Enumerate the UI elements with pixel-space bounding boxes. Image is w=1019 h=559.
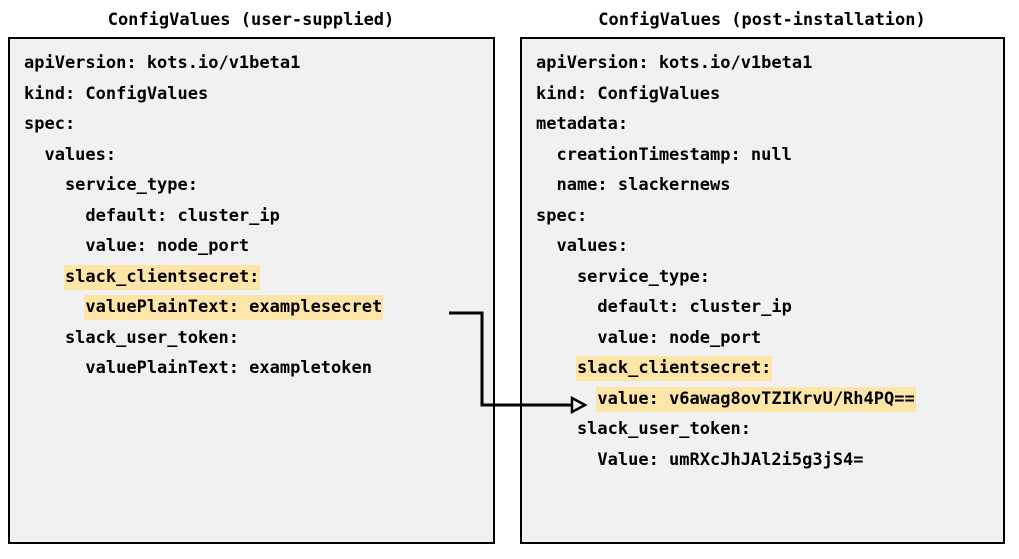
yaml-post-installation-line: value: node_port <box>536 327 762 348</box>
yaml-post-installation-line: apiVersion: kots.io/v1beta1 <box>536 53 813 73</box>
yaml-user-supplied-line: valuePlainText: exampletoken <box>24 358 372 378</box>
yaml-user-supplied-line: apiVersion: kots.io/v1beta1 <box>24 53 301 73</box>
yaml-user-supplied-line: slack_user_token: <box>24 327 239 348</box>
yaml-user-supplied-highlight: valuePlainText: examplesecret <box>84 295 384 320</box>
yaml-user-supplied-line: valuePlainText: examplesecret <box>24 292 489 323</box>
yaml-user-supplied-line: kind: ConfigValues <box>24 83 209 104</box>
yaml-post-installation-line: kind: ConfigValues <box>536 83 721 104</box>
yaml-user-supplied-line: spec: <box>24 114 76 134</box>
yaml-post-installation-highlight: value: v6awag8ovTZIKrvU/Rh4PQ== <box>596 386 916 412</box>
yaml-post-installation-line: values: <box>536 236 629 256</box>
yaml-post-installation-line: default: cluster_ip <box>536 297 792 317</box>
yaml-post-installation-line: slack_user_token: <box>536 419 751 439</box>
yaml-post-installation-line: slack_clientsecret: <box>536 353 999 384</box>
yaml-user-supplied-line: service_type: <box>24 175 198 195</box>
yaml-post-installation-highlight: slack_clientsecret: <box>575 356 773 381</box>
panel-title-post-installation: ConfigValues (post-installation) <box>598 10 926 30</box>
yaml-block-user-supplied: apiVersion: kots.io/v1beta1 kind: ConfigV… <box>24 48 489 384</box>
yaml-post-installation-line: spec: <box>536 205 588 226</box>
yaml-post-installation-line: service_type: <box>536 266 710 287</box>
yaml-user-supplied-line: values: <box>24 144 117 165</box>
panel-title-user-supplied: ConfigValues (user-supplied) <box>107 10 395 30</box>
configvalues-post-installation-box: apiVersion: kots.io/v1beta1 kind: ConfigV… <box>520 37 1005 544</box>
yaml-user-supplied-line: value: node_port <box>24 236 250 256</box>
yaml-post-installation-line: value: v6awag8ovTZIKrvU/Rh4PQ== <box>536 384 999 415</box>
yaml-user-supplied-line: slack_clientsecret: <box>24 262 489 293</box>
yaml-block-post-installation: apiVersion: kots.io/v1beta1 kind: ConfigV… <box>536 48 999 475</box>
yaml-post-installation-line: Value: umRXcJhJAl2i5g3jS4= <box>536 449 864 470</box>
yaml-post-installation-line: name: slackernews <box>536 175 731 195</box>
configvalues-user-supplied-box: apiVersion: kots.io/v1beta1 kind: ConfigV… <box>8 37 495 544</box>
yaml-user-supplied-line: default: cluster_ip <box>24 205 280 226</box>
yaml-user-supplied-highlight: slack_clientsecret: <box>63 264 261 290</box>
yaml-post-installation-line: metadata: <box>536 114 629 134</box>
yaml-post-installation-line: creationTimestamp: null <box>536 144 792 165</box>
